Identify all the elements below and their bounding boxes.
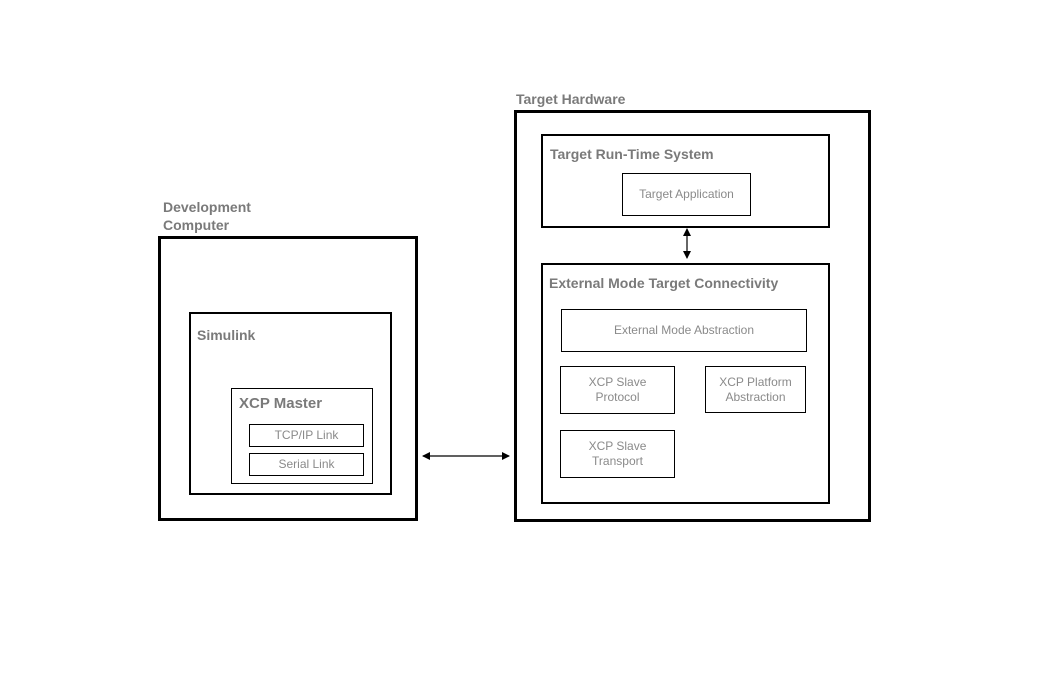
serial-link-box: Serial Link (249, 453, 364, 476)
connectivity-label: External Mode Target Connectivity (549, 275, 779, 291)
connectivity-box (541, 263, 830, 504)
xcp-slave-transport-box: XCP Slave Transport (560, 430, 675, 478)
target-application-box: Target Application (622, 173, 751, 216)
target-hardware-label: Target Hardware (516, 91, 626, 107)
target-runtime-box (541, 134, 830, 228)
target-runtime-label: Target Run-Time System (550, 146, 714, 162)
xcp-slave-protocol-box: XCP Slave Protocol (560, 366, 675, 414)
external-mode-abstraction-box: External Mode Abstraction (561, 309, 807, 352)
tcpip-link-box: TCP/IP Link (249, 424, 364, 447)
xcp-master-label: XCP Master (239, 395, 323, 412)
simulink-label: Simulink (197, 327, 256, 343)
xcp-master-box (231, 388, 373, 484)
xcp-platform-abstraction-box: XCP Platform Abstraction (705, 366, 806, 413)
development-computer-label: Development Computer (163, 199, 251, 233)
